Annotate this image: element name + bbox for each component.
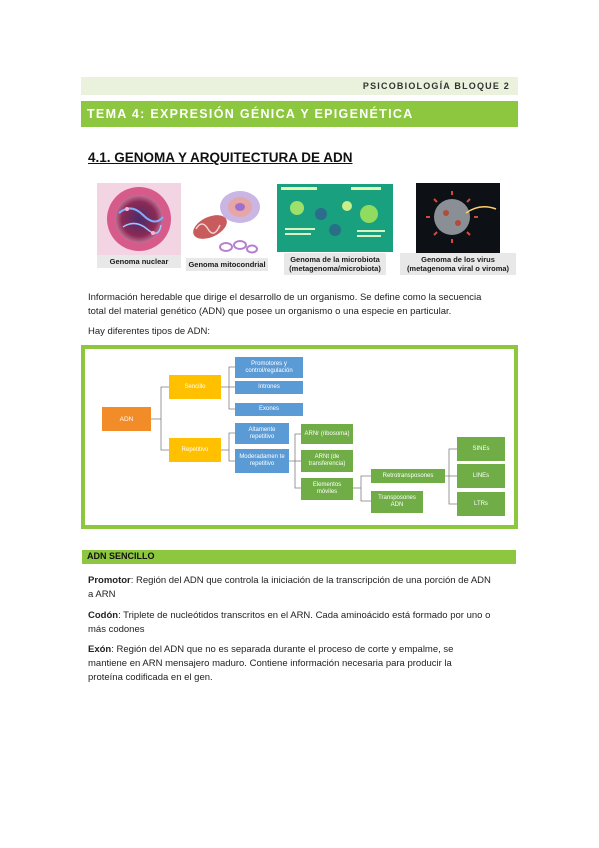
node-transposones-adn: Transposones ADN [371, 491, 423, 513]
node-retrotransposones: Retrotransposones [371, 469, 445, 483]
node-promotores: Promotores y control/regulación [235, 357, 303, 378]
adn-sencillo-heading: ADN SENCILLO [87, 551, 155, 561]
definition-text: : Región del ADN que no es separada dura… [111, 644, 454, 655]
header-label: PSICOBIOLOGÍA BLOQUE 2 [362, 81, 510, 91]
section-title: 4.1. GENOMA Y ARQUITECTURA DE ADN [88, 150, 353, 165]
topic-banner: TEMA 4: EXPRESIÓN GÉNICA Y EPIGENÉTICA [81, 101, 518, 127]
codon-term: Codón [88, 610, 119, 621]
intro-line: total del material genético (ADN) que po… [88, 306, 452, 317]
definition-text: : Región del ADN que controla la iniciac… [130, 575, 491, 586]
definition-text: proteína codificada en el gen. [88, 672, 213, 683]
dna-types-diagram: ADN Sencillo Repetitivo Promotores y con… [81, 345, 518, 529]
topic-title: TEMA 4: EXPRESIÓN GÉNICA Y EPIGENÉTICA [87, 107, 414, 121]
adn-sencillo-heading-bar: ADN SENCILLO [82, 550, 516, 564]
node-intrones: Intrones [235, 381, 303, 394]
caption-line: Genoma de los virus [421, 255, 495, 264]
promotor-term: Promotor [88, 575, 131, 586]
intro-paragraph: Información heredable que dirige el desa… [88, 291, 518, 319]
promotor-definition: Promotor: Región del ADN que controla la… [88, 574, 518, 602]
definition-text: más codones [88, 624, 145, 635]
codon-definition: Codón: Triplete de nucleótidos transcrit… [88, 609, 518, 637]
node-repetitivo: Repetitivo [169, 438, 221, 462]
mitochondria-image [188, 187, 268, 255]
virus-image [416, 183, 500, 253]
node-altamente-repetitivo: Altamente repetitivo [235, 423, 289, 444]
node-moderadamente-repetitivo: Moderadamen te repetitivo [235, 449, 289, 473]
definition-text: a ARN [88, 589, 116, 600]
image-caption: Genoma nuclear [97, 255, 181, 268]
image-caption: Genoma de los virus (metagenoma viral o … [400, 253, 516, 275]
definition-text: mantiene en ARN mensajero maduro. Contie… [88, 658, 452, 669]
exon-definition: Exón: Región del ADN que no es separada … [88, 643, 518, 685]
caption-line: (metagenoma viral o viroma) [406, 264, 510, 273]
node-sines: SINEs [457, 437, 505, 461]
definition-text: : Triplete de nucleótidos transcritos en… [118, 610, 491, 621]
node-arnt: ARNt (de transferencia) [301, 450, 353, 472]
node-sencillo: Sencillo [169, 375, 221, 399]
node-ltrs: LTRs [457, 492, 505, 516]
types-intro: Hay diferentes tipos de ADN: [88, 326, 210, 337]
intro-line: Información heredable que dirige el desa… [88, 292, 482, 303]
node-exones: Exones [235, 403, 303, 416]
node-arnr: ARNr (ribosoma) [301, 424, 353, 444]
node-elementos-moviles: Elementos móviles [301, 478, 353, 500]
microbiota-infographic-image [277, 184, 393, 252]
node-lines: LINEs [457, 464, 505, 488]
caption-line: Genoma de la microbiota [290, 255, 380, 264]
exon-term: Exón [88, 644, 112, 655]
image-caption: Genoma mitocondrial [186, 258, 268, 271]
node-adn: ADN [102, 407, 151, 431]
page-header: PSICOBIOLOGÍA BLOQUE 2 [81, 77, 518, 95]
caption-line: (metagenoma/microbiota) [289, 264, 381, 273]
diagram-connectors [151, 366, 457, 505]
cell-nucleus-image [97, 183, 181, 255]
image-caption: Genoma de la microbiota (metagenoma/micr… [284, 253, 386, 275]
